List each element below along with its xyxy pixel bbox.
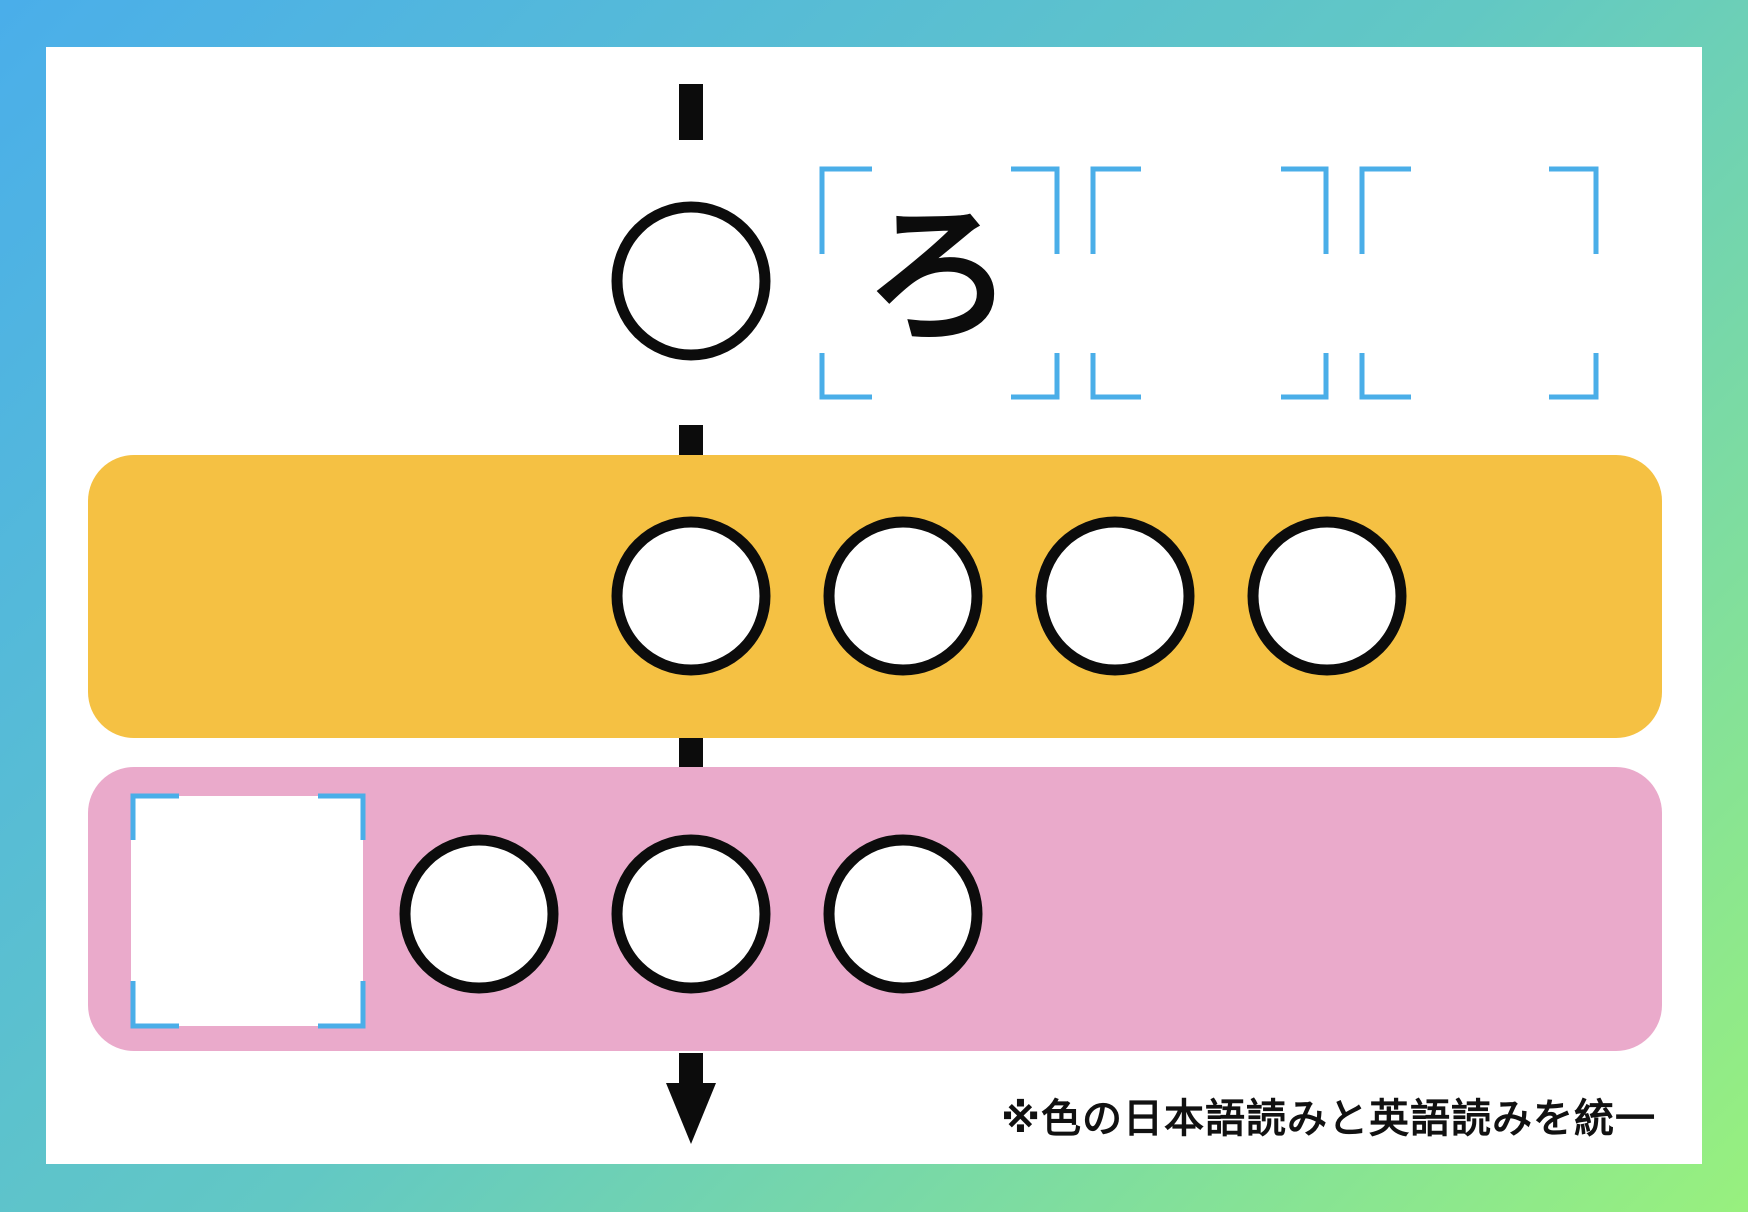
answer-circle[interactable] [823,516,983,676]
axis-segment [679,84,703,140]
blank-answer-box[interactable] [131,796,363,1026]
answer-circle[interactable] [611,201,771,361]
bracket-cell-pink [130,793,366,1029]
puzzle-board: ろ [88,84,1662,1144]
answer-circle[interactable] [1035,516,1195,676]
answer-circle[interactable] [823,834,983,994]
bracket-cell-3[interactable] [1359,166,1599,400]
note-text: ※色の日本語読みと英語読みを統一 [1001,1096,1656,1142]
answer-circle[interactable] [611,516,771,676]
given-character: ろ [864,190,1014,364]
answer-circle[interactable] [399,834,559,994]
bracket-cell-2[interactable] [1090,166,1329,400]
down-arrow-icon [666,1083,716,1144]
axis-segment [679,737,703,767]
puzzle-card: ろ ※色の日本語読みと英語読みを統一 [46,47,1702,1164]
vertical-axis [666,84,716,1144]
answer-circle[interactable] [1247,516,1407,676]
bracket-cell-1[interactable] [819,166,1060,400]
answer-circle[interactable] [611,834,771,994]
axis-segment [679,1053,703,1083]
